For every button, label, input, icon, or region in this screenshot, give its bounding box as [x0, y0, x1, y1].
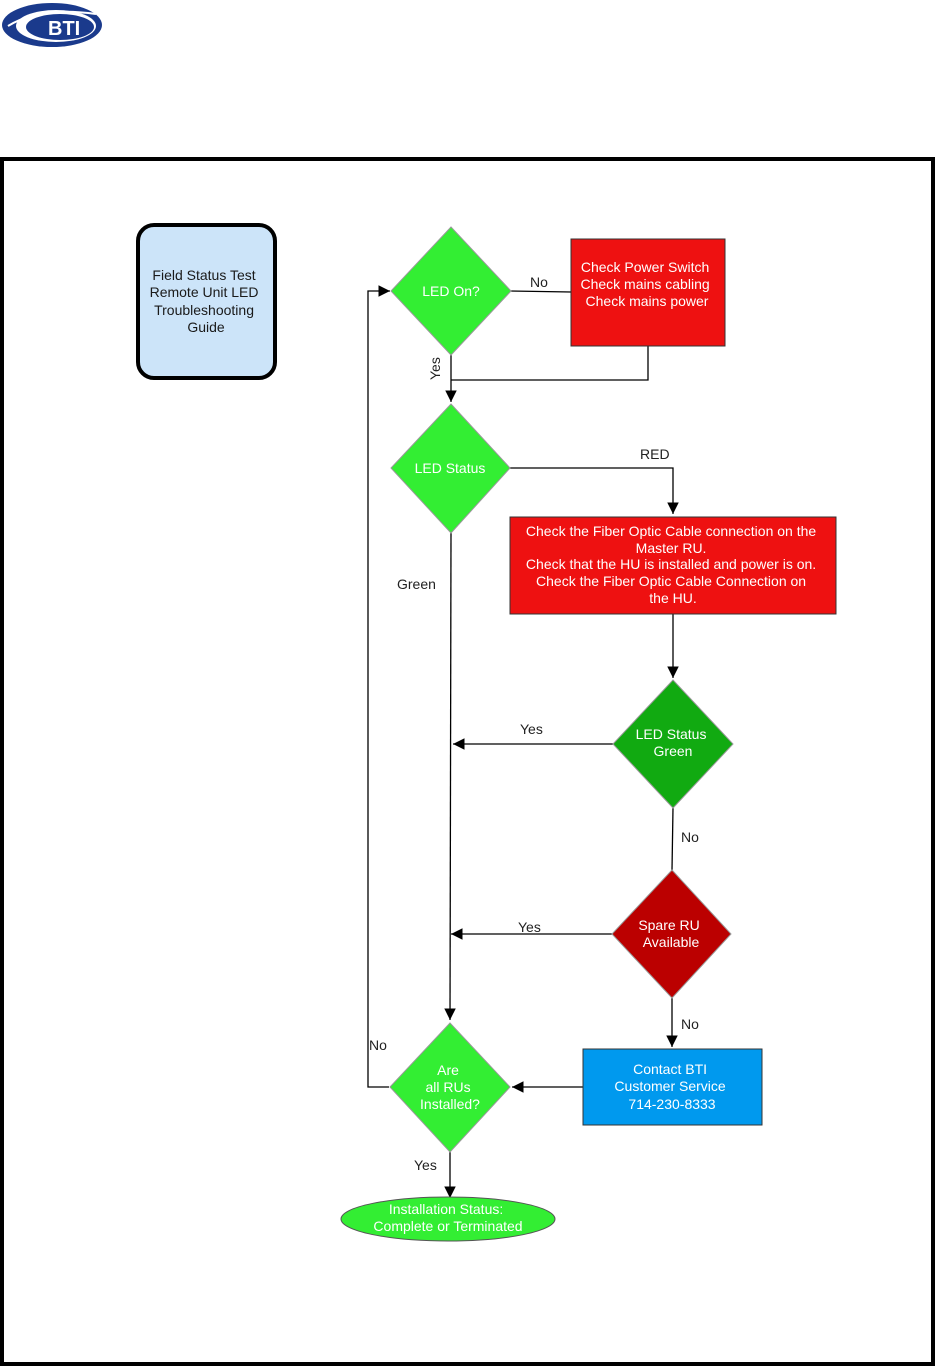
svg-text:Spare RU Available: Spare RU Available: [638, 917, 703, 950]
diagram-border: [0, 157, 935, 1366]
process-contact-bti: Contact BTI Customer Service 714-230-833…: [582, 1048, 763, 1126]
terminal-install-status: Installation Status: Complete or Termina…: [340, 1196, 556, 1242]
svg-text:Are all RUs Instal: Are all RUs Installed?: [420, 1062, 480, 1112]
title-line: Remote Unit LED: [150, 284, 259, 300]
svg-text:Check Power Switch Check: Check Power Switch Check mains cabling C…: [580, 259, 713, 309]
decision-led-status: LED Status: [390, 403, 511, 534]
decision-spare-ru: Spare RU Available: [611, 869, 732, 999]
svg-text:Check the Fiber Optic Cable co: Check the Fiber Optic Cable connection o…: [526, 523, 820, 606]
svg-text:Installation Status: Com: Installation Status: Complete or Termina…: [373, 1201, 522, 1234]
edge-label-yes: Yes: [427, 357, 443, 380]
bti-logo: BTI: [2, 3, 102, 47]
svg-text:Field Status Test Remote: Field Status Test Remote Unit LED Troubl…: [150, 267, 263, 335]
title-line: Guide: [187, 319, 225, 335]
logo-text: BTI: [48, 18, 80, 40]
edge-labels: No Yes RED Green Yes No Yes No No Yes: [369, 274, 699, 1173]
title-line: Field Status Test: [152, 267, 255, 283]
edge-label-green: Green: [397, 576, 436, 592]
edge-label-no: No: [681, 1016, 699, 1032]
decision-led-status-green: LED Status Green: [612, 679, 734, 809]
title-line: Troubleshooting: [154, 302, 254, 318]
decision-led-on: LED On?: [390, 226, 512, 356]
process-check-fiber: Check the Fiber Optic Cable connection o…: [509, 516, 837, 615]
edge-label-yes: Yes: [518, 919, 541, 935]
edge-label-yes: Yes: [520, 721, 543, 737]
connectors: [367, 285, 679, 1198]
edge-label-no: No: [530, 274, 548, 290]
decision-all-installed: Are all RUs Installed?: [389, 1022, 511, 1153]
edge-label-yes: Yes: [414, 1157, 437, 1173]
edge-label-no: No: [681, 829, 699, 845]
process-check-power: Check Power Switch Check mains cabling C…: [570, 238, 726, 347]
edge-label-no: No: [369, 1037, 387, 1053]
title-box: Field Status Test Remote Unit LED Troubl…: [136, 223, 277, 380]
svg-text:LED Status Green: LED Status Green: [636, 726, 711, 759]
svg-text:Contact BTI Customer Ser: Contact BTI Customer Service 714-230-833…: [614, 1061, 729, 1112]
svg-text:LED On?: LED On?: [422, 283, 480, 299]
edge-label-red: RED: [640, 446, 670, 462]
svg-text:LED Status: LED Status: [415, 460, 486, 476]
